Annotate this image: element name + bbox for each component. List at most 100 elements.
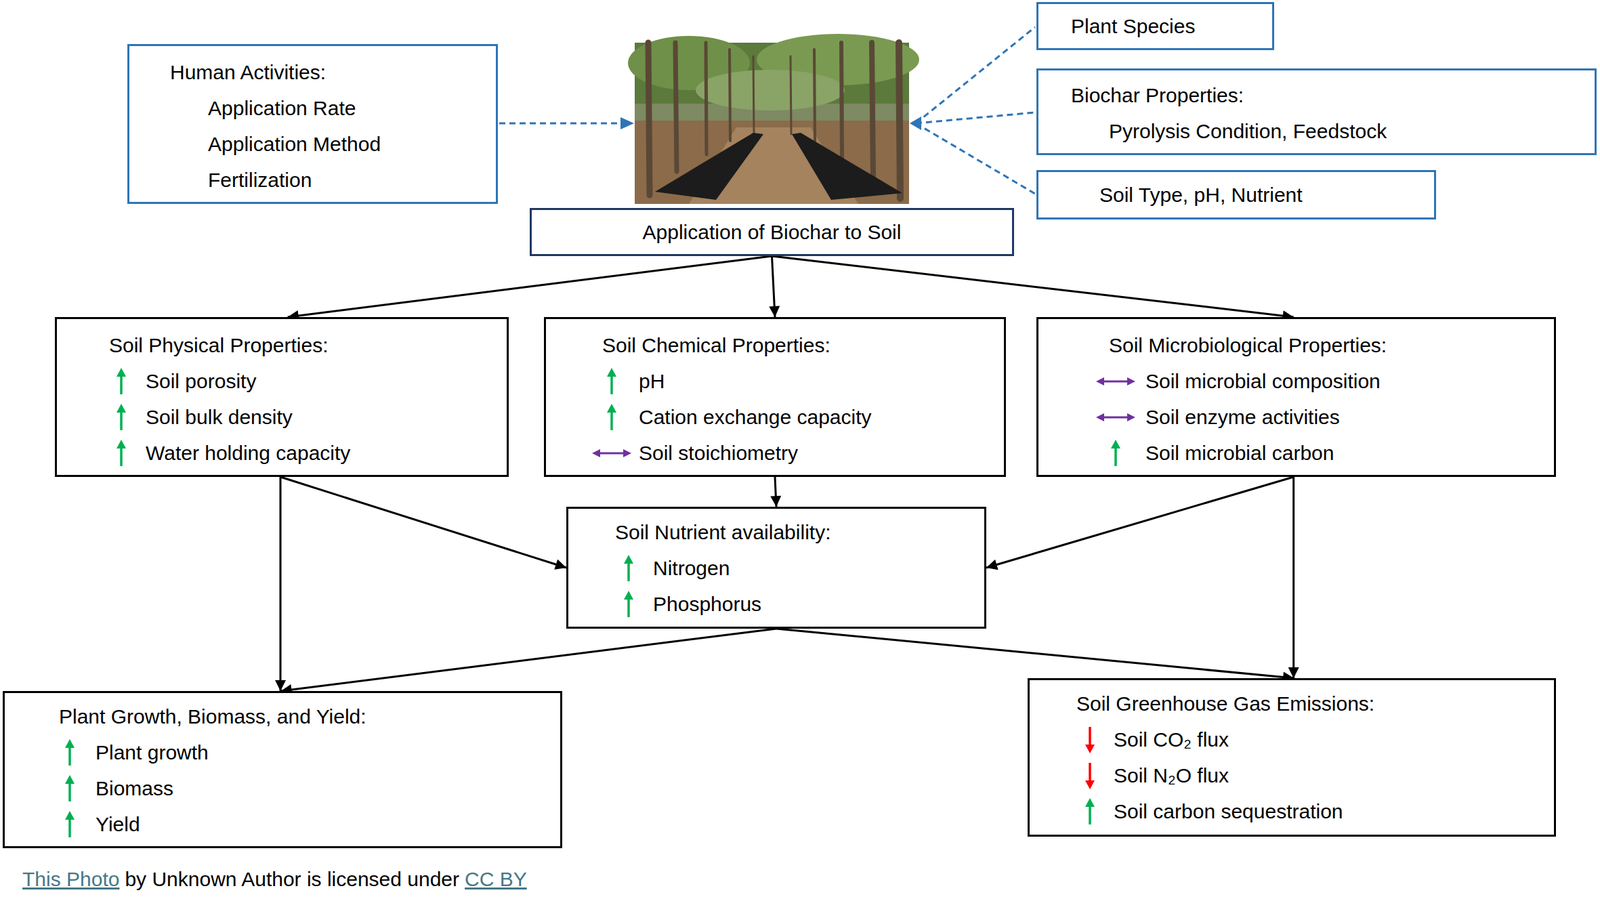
box-item: Soil bulk density [145, 405, 293, 429]
heading-row: Human Activities: [129, 54, 487, 91]
node-box: Plant Species [1036, 2, 1275, 51]
arrow-shaft [119, 374, 123, 395]
item-row: pH [545, 363, 995, 399]
item-row: Phosphorus [568, 585, 975, 622]
node-label: Plant Species [1070, 14, 1195, 38]
node-label: Application of Biochar to Soil [642, 220, 902, 244]
dashed-arrowhead [620, 117, 635, 130]
box-item: Water holding capacity [145, 441, 351, 465]
box-item: pH [638, 369, 665, 393]
item-row: Fertilization [129, 161, 487, 198]
box-item: Soil carbon sequestration [1113, 800, 1344, 823]
increase-arrow [604, 367, 619, 395]
connector-arrow [774, 476, 777, 507]
arrow-shaft [1102, 380, 1129, 383]
photo-leaves [695, 69, 845, 111]
item-row: Application Rate [129, 90, 487, 126]
credit-link: CC BY [464, 867, 528, 891]
node-box: Plant Growth, Biomass, and Yield:Plant g… [2, 690, 563, 849]
heading-row: Soil Greenhouse Gas Emissions: [1029, 685, 1545, 722]
increase-arrow [621, 554, 636, 582]
arrow-head [1127, 413, 1136, 422]
arrow-head [116, 367, 126, 377]
increase-arrow [114, 367, 129, 395]
arrow-shaft [598, 451, 625, 454]
tree-trunk [675, 42, 677, 172]
box-item: Fertilization [207, 168, 312, 192]
item-row: Soil microbial carbon [1038, 434, 1545, 471]
heading-row: Soil Microbiological Properties: [1038, 327, 1545, 364]
increase-arrow [621, 590, 636, 618]
item-row: Soil microbial composition [1038, 363, 1545, 399]
tree-trunk [898, 42, 901, 199]
arrow-head [623, 449, 632, 458]
box-item: Yield [95, 812, 141, 836]
item-row: Water holding capacity [56, 434, 498, 471]
arrow-head [606, 367, 617, 377]
box-heading: Plant Growth, Biomass, and Yield: [58, 705, 367, 728]
forest-photo [627, 33, 920, 204]
box-heading: Biochar Properties: [1070, 83, 1244, 107]
heading-row: Biochar Properties: [1038, 77, 1586, 114]
box-item: Soil enzyme activities [1145, 405, 1340, 429]
arrow-head [116, 403, 126, 413]
tree-trunk [753, 56, 754, 135]
dashed-leader [915, 123, 1036, 194]
tree-trunk [729, 49, 731, 141]
arrow-head [1096, 413, 1105, 422]
arrow-head [1110, 439, 1121, 449]
credit-link: This Photo [22, 867, 120, 891]
box-item: Soil microbial carbon [1145, 441, 1334, 465]
box-item: Phosphorus [653, 592, 762, 616]
box-item: Biomass [95, 776, 174, 800]
arrow-shaft [1114, 446, 1118, 467]
node-box: Biochar Properties: Pyrolysis Condition, … [1036, 68, 1597, 156]
box-heading: Soil Microbiological Properties: [1108, 333, 1387, 357]
heading-row: Soil Nutrient availability: [568, 514, 975, 551]
box-item: Application Method [207, 132, 381, 156]
connector-arrow [281, 628, 777, 691]
influence-lines [499, 27, 1036, 194]
arrow-shaft [627, 597, 630, 618]
connector-arrow [280, 476, 567, 568]
box-item: Soil CO₂ flux [1113, 728, 1229, 751]
box-heading: Soil Physical Properties: [109, 333, 328, 357]
item-row: Yield [4, 806, 551, 842]
arrow-shaft [1102, 415, 1129, 418]
box-heading: Soil Chemical Properties: [602, 333, 831, 357]
node-label: Soil Type, pH, Nutrient [1099, 183, 1303, 207]
photo-credit: This Photoby Unknown Author is licensed … [22, 864, 533, 895]
arrow-shaft [68, 745, 72, 766]
biochar-strip [791, 132, 903, 200]
credit-text: by Unknown Author is licensed under [124, 867, 460, 891]
connector-arrow [776, 628, 1294, 679]
connector-arrow [986, 476, 1294, 568]
box-heading: Human Activities: [170, 60, 326, 84]
arrow-head [1085, 780, 1095, 790]
tree-trunk [648, 42, 650, 196]
connector-arrow [279, 476, 282, 691]
box-item: Nitrogen [653, 556, 730, 580]
item-row: Soil enzyme activities [1038, 398, 1545, 435]
dashed-leader [499, 122, 622, 125]
node-box: Soil Microbiological Properties: Soil mic… [1036, 317, 1556, 477]
increase-arrow [1108, 439, 1123, 467]
arrow-shaft [119, 446, 123, 467]
node-box: Soil Nutrient availability: NitrogenPhosp… [566, 506, 987, 629]
item-row: Application Method [129, 125, 487, 162]
item-row: Soil carbon sequestration [1029, 793, 1545, 830]
biochar-strip [655, 132, 764, 200]
node-box: Soil Type, pH, Nutrient [1036, 170, 1437, 220]
arrow-shaft [1088, 762, 1092, 783]
increase-arrow [62, 810, 77, 838]
heading-row: Plant Growth, Biomass, and Yield: [4, 698, 551, 735]
tree-trunk [790, 56, 792, 135]
connector-arrow [1292, 476, 1295, 679]
item-row: Pyrolysis Condition, Feedstock [1038, 113, 1586, 150]
node-box: Soil Chemical Properties:pHCation exchan… [543, 317, 1006, 477]
arrow-shaft [610, 410, 614, 431]
item-row: Soil stoichiometry [545, 434, 995, 471]
arrow-head [65, 810, 75, 820]
arrow-head [606, 403, 617, 413]
